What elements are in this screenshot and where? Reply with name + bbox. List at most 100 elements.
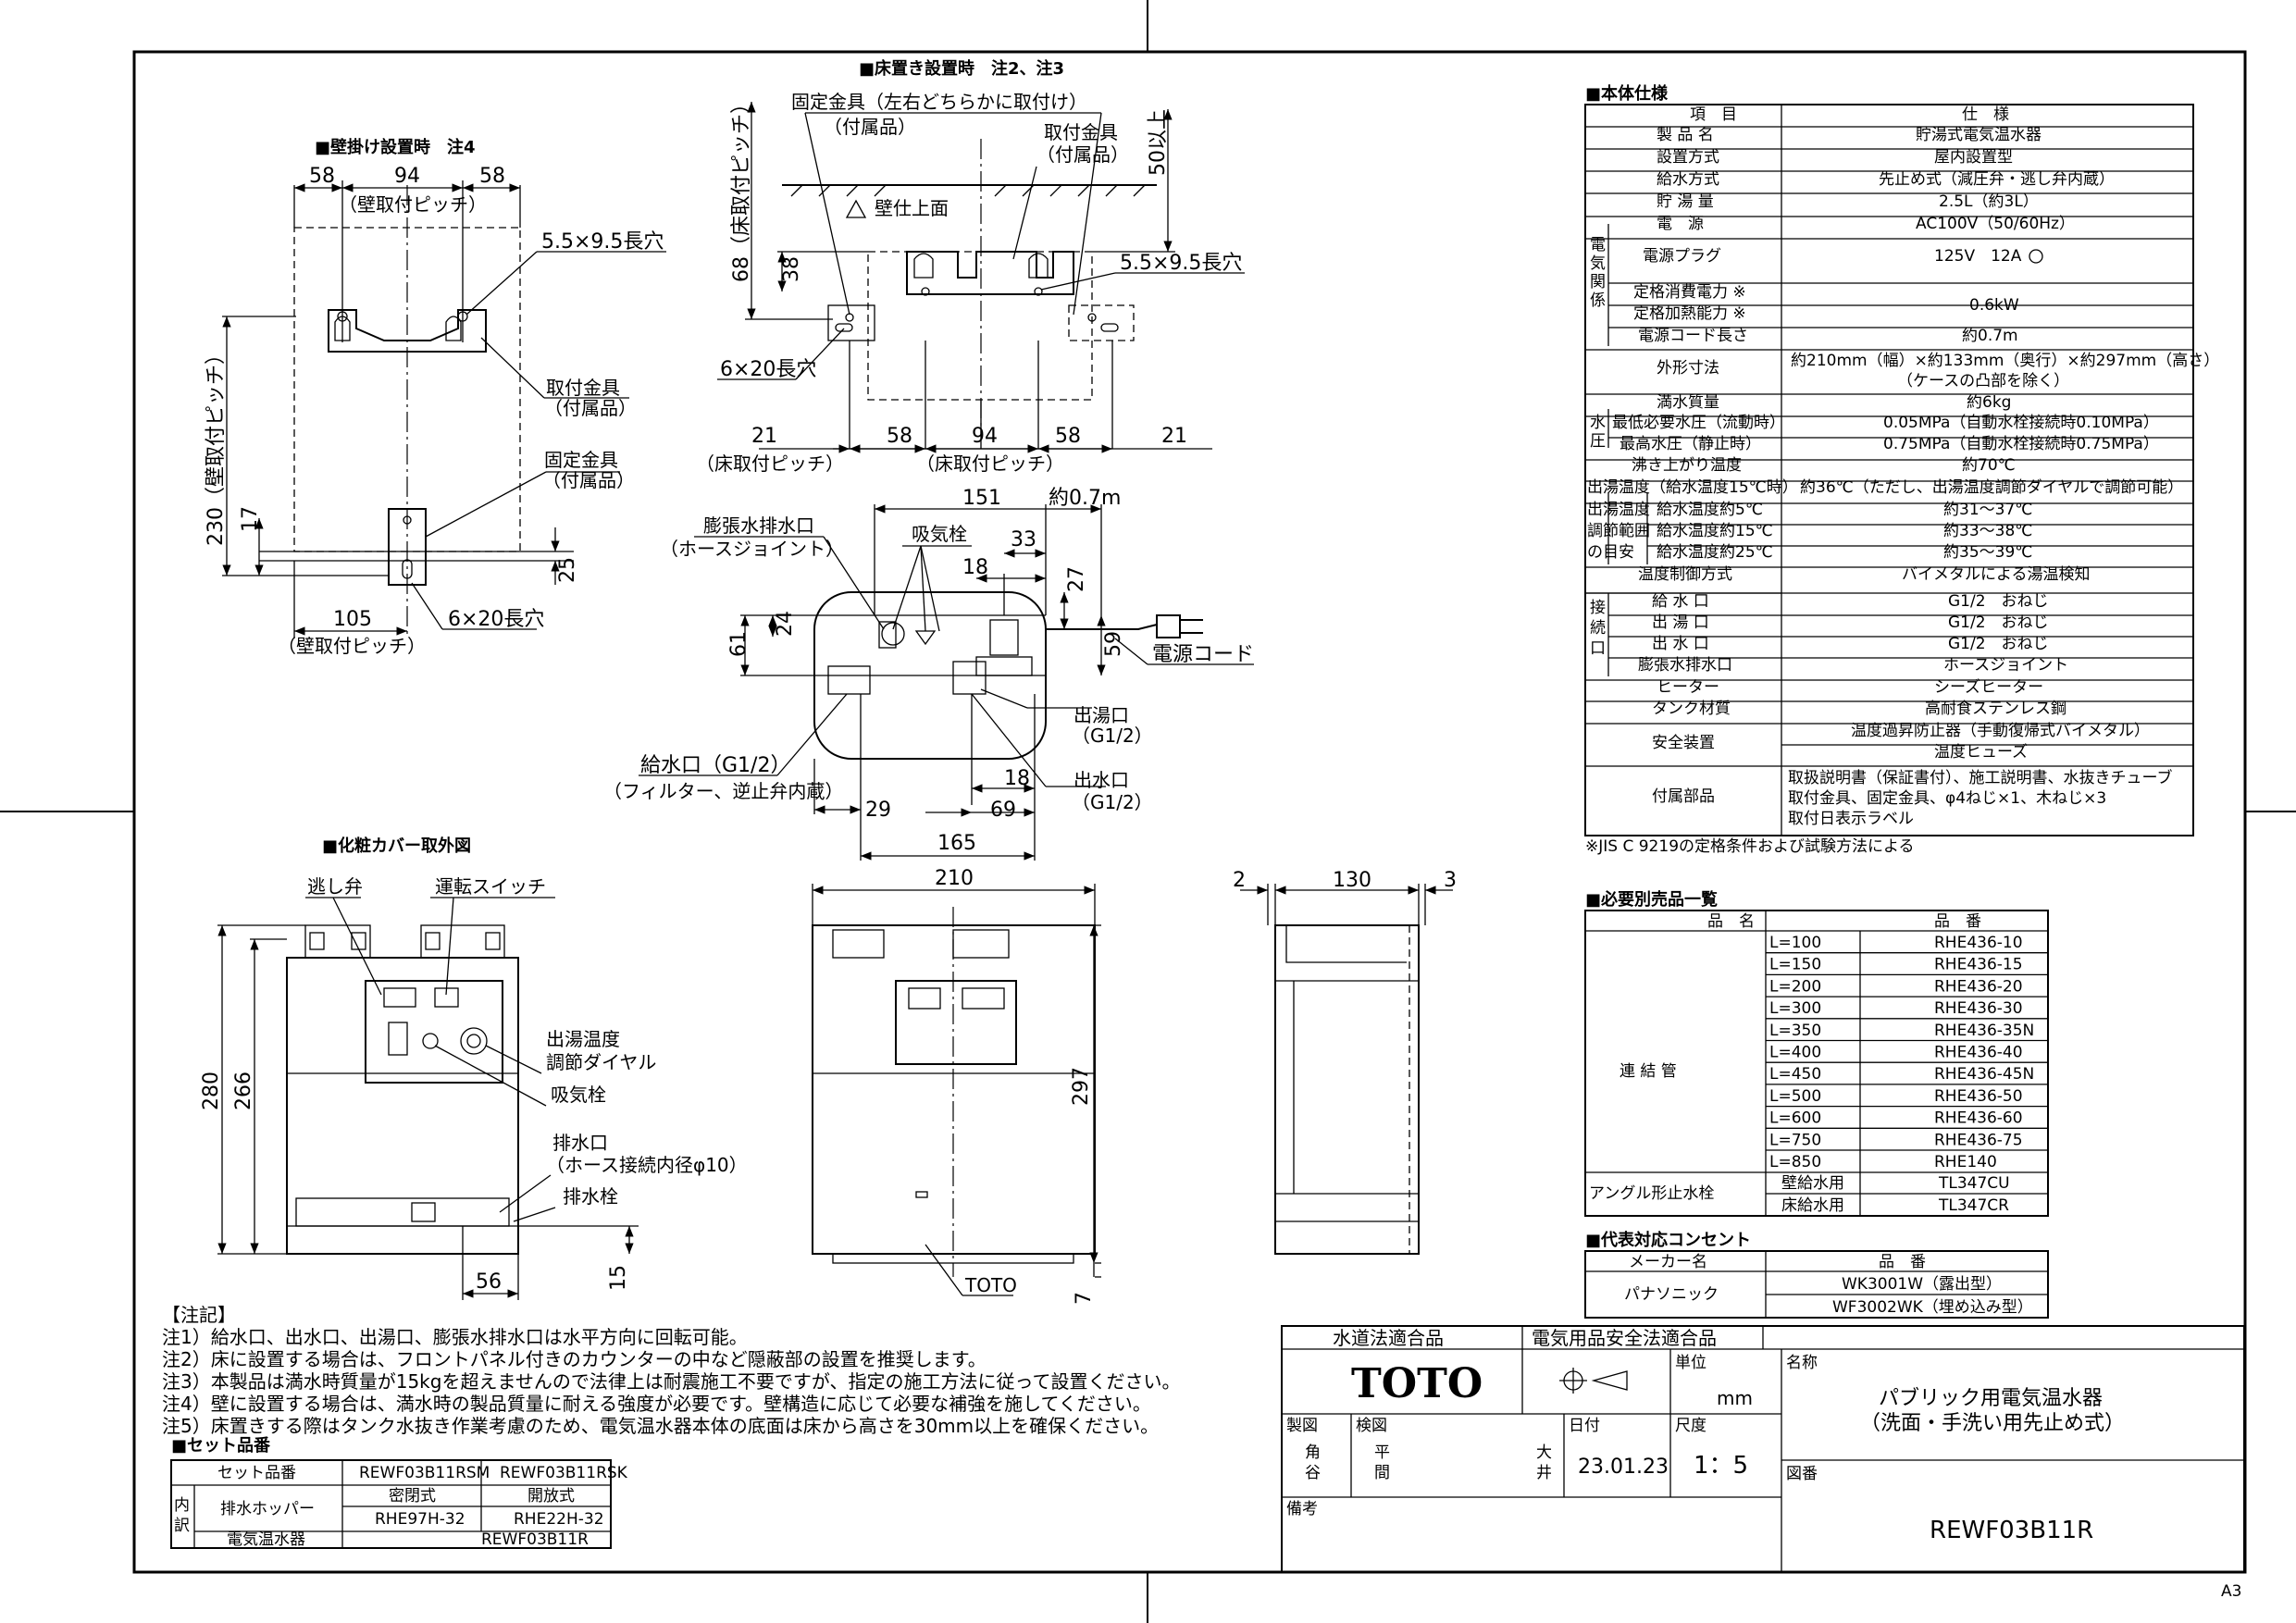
req-pipe-length: L=850: [1769, 1153, 1821, 1171]
piping-dim-18-bottom: 18: [1004, 767, 1030, 790]
set-hopper-no-1: RHE97H-32: [375, 1510, 465, 1529]
front-dim-7: 7: [1073, 1292, 1096, 1305]
set-inner-2: 訳: [174, 1517, 190, 1535]
req-angle-use: 壁給水用: [1781, 1174, 1844, 1193]
spec-value: 0.6kW: [1969, 296, 2019, 315]
spec-label: 給 水 口: [1652, 592, 1709, 611]
spec-elec-group-3: 関: [1590, 273, 1606, 291]
spec-value: 約33～38℃: [1943, 522, 2032, 540]
floor-mount-view: ■床置き設置時 注2、注3 壁仕上面 固定金具（左右どちらかに取付け） （付属品…: [696, 58, 1245, 475]
checked-label: 検図: [1356, 1417, 1387, 1435]
piping-cord-label: 電源コード: [1152, 643, 1254, 666]
set-head: セット品番: [217, 1464, 296, 1482]
checker-1: 平: [1374, 1443, 1390, 1462]
remarks-label: 備考: [1286, 1500, 1318, 1518]
cover-dim-15: 15: [607, 1265, 630, 1291]
piping-top-view: 電源コード 151 約0.7m 膨張水排水口 （ホースジョイント） 吸気栓 18…: [603, 487, 1254, 861]
notes-title: 【注記】: [162, 1304, 236, 1326]
piping-dim-151: 151: [962, 487, 1001, 510]
spec-value: バイメタルによる湯温検知: [1902, 565, 2091, 584]
wall-bracket-sub: （付属品）: [544, 397, 637, 419]
ground-symbol-icon: [2029, 249, 2043, 264]
spec-label: 給水温度約25℃: [1657, 543, 1773, 562]
spec-value: 約70℃: [1962, 456, 2016, 475]
spec-label: 出 湯 口: [1652, 613, 1709, 632]
floor-dim-21-right: 21: [1161, 425, 1187, 448]
floor-dim-94: 94: [972, 425, 998, 448]
spec-value: 屋内設置型: [1934, 148, 2013, 167]
note-line: 注3）本製品は満水時質量が15kgを超えませんので法律上は耐震施工不要ですが、指…: [162, 1370, 1180, 1393]
spec-label: 膨張水排水口: [1638, 656, 1732, 675]
front-brand-mark: TOTO: [964, 1274, 1017, 1296]
cover-dial-label: 出湯温度: [546, 1028, 620, 1050]
spec-press-group-2: 圧: [1590, 432, 1606, 451]
cover-vent-label: 吸気栓: [551, 1084, 606, 1106]
title-block: 水道法適合品 電気用品安全法適合品 TOTO 単位 mm 名称 パブリック用電気…: [1281, 1325, 2245, 1601]
paper-size: A3: [2221, 1582, 2241, 1601]
set-heater-no: REWF03B11R: [481, 1530, 589, 1549]
piping-dim-165: 165: [937, 832, 976, 855]
spec-label: 給水温度約15℃: [1657, 522, 1773, 540]
set-hopper-type-1: 密閉式: [389, 1487, 436, 1505]
spec-head-item: 項 目: [1690, 105, 1737, 124]
req-pipe-length: L=750: [1769, 1131, 1821, 1149]
req-pipe-length: L=200: [1769, 977, 1821, 996]
spec-press-group-1: 水: [1590, 414, 1606, 432]
piping-cord-length: 約0.7m: [1049, 487, 1121, 510]
spec-range-group-1: 出湯温度: [1587, 501, 1650, 519]
cover-body-outline: [286, 957, 519, 1255]
date-label: 日付: [1569, 1417, 1600, 1435]
floor-pitch-a: （床取付ピッチ）: [696, 452, 844, 475]
wall-dim-25: 25: [556, 557, 579, 583]
req-angle-number: TL347CU: [1938, 1174, 2010, 1193]
cover-switch-label: 運転スイッチ: [435, 875, 546, 898]
outlet-head-no: 品 番: [1879, 1253, 1926, 1271]
spec-elec-group-1: 電: [1590, 236, 1606, 254]
floor-pitch-b: （床取付ピッチ）: [916, 452, 1064, 475]
side-dim-3: 3: [1444, 869, 1457, 892]
req-pipe-number: RHE436-45N: [1934, 1065, 2034, 1084]
req-pipe-number: RHE436-10: [1934, 934, 2023, 952]
spec-value: 約6kg: [1967, 393, 2011, 412]
spec-value: G1/2 おねじ: [1948, 592, 2049, 611]
spec-label: 出 水 口: [1652, 635, 1709, 653]
spec-label: 満水質量: [1657, 393, 1719, 412]
req-angle-number: TL347CR: [1938, 1196, 2009, 1215]
piping-dim-18-top: 18: [962, 556, 988, 579]
side-body-outline: [1274, 924, 1420, 1255]
spec-value: 貯湯式電気温水器: [1916, 126, 2042, 144]
spec-label: 電源プラグ: [1643, 247, 1721, 266]
spec-value: 約35～39℃: [1943, 543, 2032, 562]
req-pipe-length: L=350: [1769, 1022, 1821, 1040]
drawing-number-label: 図番: [1786, 1465, 1818, 1483]
drafter-1: 角: [1305, 1443, 1321, 1462]
checker-2: 間: [1374, 1464, 1390, 1482]
spec-head-spec: 仕 様: [1962, 105, 2009, 124]
piping-vent-label: 吸気栓: [912, 523, 967, 545]
req-pipe-number: RHE436-75: [1934, 1131, 2023, 1149]
req-pipe-length: L=100: [1769, 934, 1821, 952]
spec-value: G1/2 おねじ: [1948, 635, 2049, 653]
wall-bracket-label: 取付金具: [546, 377, 620, 399]
cover-relief-label: 逃し弁: [307, 875, 363, 898]
piping-exp-label: 膨張水排水口: [703, 514, 814, 537]
floor-dim-58-left: 58: [887, 425, 912, 448]
wall-dim-105: 105: [333, 608, 372, 631]
set-hopper-no-2: RHE22H-32: [514, 1510, 604, 1529]
spec-range-group-2: 調節範囲: [1587, 522, 1650, 540]
spec-label: 給水温度約5℃: [1657, 501, 1763, 519]
spec-value: 約0.7m: [1962, 327, 2018, 345]
cert-waterworks: 水道法適合品: [1333, 1327, 1444, 1349]
cover-removed-title: ■化粧カバー取外図: [322, 836, 471, 856]
floor-dim-68: 68（床取付ピッチ）: [730, 93, 753, 282]
req-pipe-number: RHE140: [1934, 1153, 1997, 1171]
spec-value: 取付日表示ラベル: [1788, 810, 1914, 828]
spec-conn-group-2: 続: [1590, 619, 1606, 638]
req-pipe-number: RHE436-35N: [1934, 1022, 2034, 1040]
floor-dim-50: 50以上: [1147, 109, 1170, 176]
spec-conn-group-1: 接: [1590, 599, 1606, 617]
outlet-head-maker: メーカー名: [1629, 1253, 1707, 1271]
wall-fixer-sub: （付属品）: [542, 469, 635, 491]
cover-drain-sub: （ホース接続内径φ10）: [546, 1154, 748, 1176]
